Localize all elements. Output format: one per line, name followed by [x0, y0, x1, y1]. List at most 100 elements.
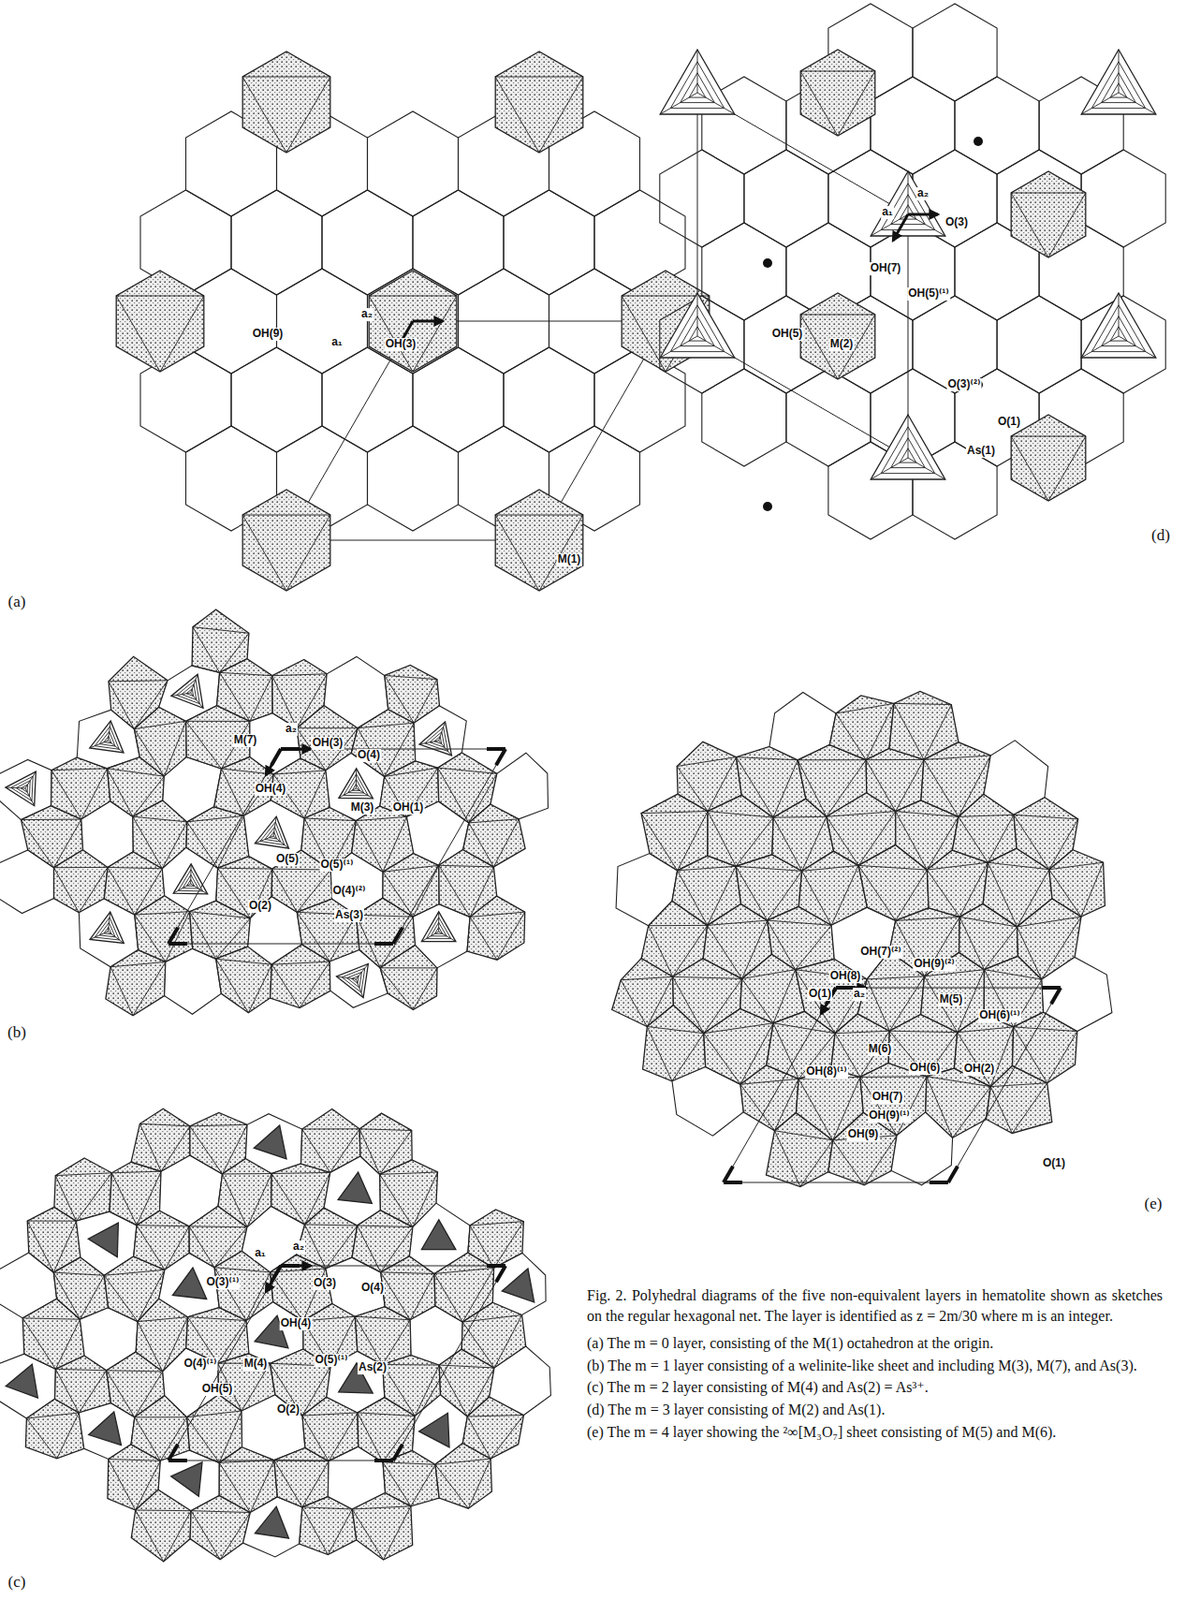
- tetrahedron-edge: [338, 788, 356, 798]
- panel-letter: (a): [7, 592, 28, 612]
- octahedron-face: [1049, 862, 1104, 917]
- sheet-hole: [492, 1252, 546, 1315]
- octahedron-face: [190, 1510, 250, 1560]
- tetrahedron: [659, 49, 735, 115]
- unit-cell-outline: [286, 321, 666, 541]
- atom-label: O(4): [356, 748, 381, 762]
- atom-label: OH(8)⁽¹⁾: [805, 1065, 849, 1079]
- tetrahedron-edge: [419, 740, 440, 745]
- net-cell: [503, 347, 595, 453]
- tetrahedron: [87, 1222, 118, 1258]
- unit-cell: [168, 748, 506, 944]
- octahedron-face: [800, 71, 876, 136]
- octahedron-face: [742, 969, 796, 1024]
- octahedron-face: [889, 1030, 958, 1077]
- atom-label: M(6): [867, 1042, 894, 1056]
- tetrahedron-edge: [107, 740, 124, 753]
- panel-letter: (c): [7, 1572, 28, 1592]
- sheet-cell: [243, 1496, 303, 1557]
- tetrahedron: [1081, 49, 1157, 115]
- net-cell: [702, 368, 787, 467]
- octahedron-face: [242, 514, 331, 591]
- atom-label: OH(4): [279, 1317, 313, 1331]
- unit-cell-corner: [168, 1458, 188, 1463]
- tetrahedron: [173, 863, 208, 894]
- octahedron: [242, 489, 331, 591]
- tetrahedron-edge: [190, 863, 191, 884]
- atom-label: As(2): [357, 1361, 388, 1375]
- net-cell: [231, 347, 323, 453]
- octahedron-face: [495, 76, 584, 153]
- net-cell: [912, 3, 997, 102]
- sheet-hole: [241, 1394, 306, 1461]
- tetrahedron-edge: [697, 336, 735, 358]
- octahedron: [889, 907, 960, 977]
- atom-label: M(1): [556, 553, 583, 567]
- axis-arrow: [280, 1264, 311, 1268]
- tetrahedron-edge: [659, 92, 698, 115]
- atom-label: O(1): [807, 987, 833, 1001]
- octahedron-face: [271, 961, 330, 1009]
- tetrahedron-edge: [89, 740, 109, 748]
- sheet-cell: [865, 748, 924, 812]
- tetrahedron-edge: [190, 692, 204, 708]
- caption-block: Fig. 2. Polyhedral diagrams of the five …: [586, 1285, 1163, 1444]
- sheet-cell: [467, 895, 526, 960]
- tetrahedron-edge: [254, 835, 274, 844]
- atom-label: O(4): [360, 1281, 385, 1295]
- octahedron: [1010, 171, 1086, 258]
- tetrahedron: [254, 1506, 289, 1538]
- tetrahedron: [336, 964, 369, 998]
- tetrahedron-edge: [421, 931, 439, 942]
- net-dot: [973, 136, 983, 147]
- octahedron-face: [216, 958, 273, 1013]
- atom-label: OH(7): [869, 262, 903, 276]
- octahedron-face: [135, 1509, 191, 1562]
- net-dot: [762, 501, 773, 512]
- tetrahedron-edge: [273, 835, 289, 849]
- atom-label: OH(3): [384, 337, 418, 352]
- atom-label: O(5): [275, 852, 300, 866]
- atom-label: O(1): [996, 415, 1022, 429]
- tetrahedron-hatch: [94, 917, 119, 940]
- tetrahedron: [171, 673, 204, 708]
- axis-arrow: [907, 213, 938, 217]
- octahedron-face: [435, 1458, 491, 1509]
- octahedron: [467, 895, 526, 960]
- sheet-cell: [245, 1113, 302, 1174]
- atom-label: O(1): [1041, 1156, 1067, 1171]
- octahedron: [829, 695, 894, 761]
- net-cell: [659, 149, 745, 248]
- octahedron-face: [800, 314, 876, 380]
- tetrahedron: [88, 1411, 122, 1446]
- unit-cell-corner: [948, 1166, 958, 1183]
- unit-cell-corner: [486, 1263, 506, 1268]
- sheet-cell: [164, 948, 222, 1014]
- tetrahedron-edge: [107, 720, 111, 741]
- atom-label: O(5)⁽¹⁾: [314, 1353, 350, 1367]
- tetrahedron: [89, 911, 124, 943]
- tetrahedron-edge: [1118, 292, 1120, 337]
- atom-label: OH(8): [829, 969, 863, 983]
- atom-label: OH(9)⁽¹⁾: [867, 1109, 911, 1123]
- atom-label: a₂: [360, 307, 374, 322]
- unit-cell-corner: [1051, 987, 1061, 1004]
- octahedron: [382, 853, 440, 918]
- octahedron: [495, 51, 584, 153]
- atom-label: O(3): [944, 216, 969, 230]
- atom-label: O(3): [312, 1276, 337, 1290]
- octahedron-face: [495, 514, 584, 591]
- sheet-hole: [1041, 956, 1113, 1031]
- sheet-cell: [105, 950, 166, 1016]
- sheet-hole: [489, 1346, 552, 1416]
- tetrahedron-edge: [1118, 92, 1157, 115]
- caption-item: (b) The m = 1 layer consisting of a weli…: [586, 1355, 1163, 1377]
- tetrahedron-edge: [107, 931, 124, 944]
- sheet-hole: [243, 1496, 303, 1557]
- tetrahedron-edge: [439, 931, 456, 942]
- unit-cell-corner: [168, 941, 188, 946]
- tetrahedron-edge: [5, 787, 26, 790]
- tetrahedron-edge: [1118, 49, 1120, 93]
- tetrahedron-edge: [190, 883, 208, 894]
- tetrahedron: [419, 1412, 450, 1448]
